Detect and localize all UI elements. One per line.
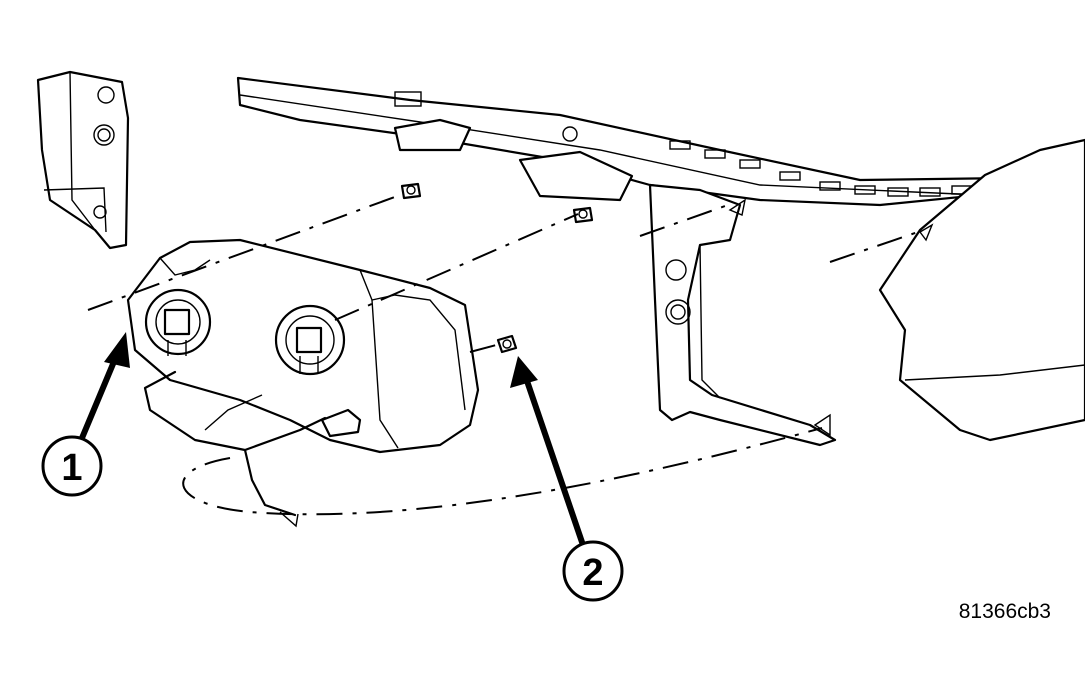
upper-left-screw [400,182,422,200]
left-fender-bracket [36,70,130,250]
callout-1: 1 [41,435,103,497]
callout-1-label: 1 [61,447,82,489]
callout-2: 2 [562,540,624,602]
low-beam-socket [274,304,346,376]
callout-1-leader [79,332,130,440]
radiator-crossmember [236,76,1032,207]
high-beam-socket [144,288,212,356]
figure-reference-code: 81366cb3 [958,600,1051,623]
callout-2-leader [510,356,587,549]
side-screw [496,334,518,354]
headlamp-assembly [126,238,480,528]
upper-right-screw [572,206,594,224]
front-fascia [878,138,1085,442]
headlamp-mounting-panel [648,183,837,447]
wiring-harness [143,370,327,517]
alignment-lines [87,194,919,516]
callout-2-label: 2 [582,552,603,594]
